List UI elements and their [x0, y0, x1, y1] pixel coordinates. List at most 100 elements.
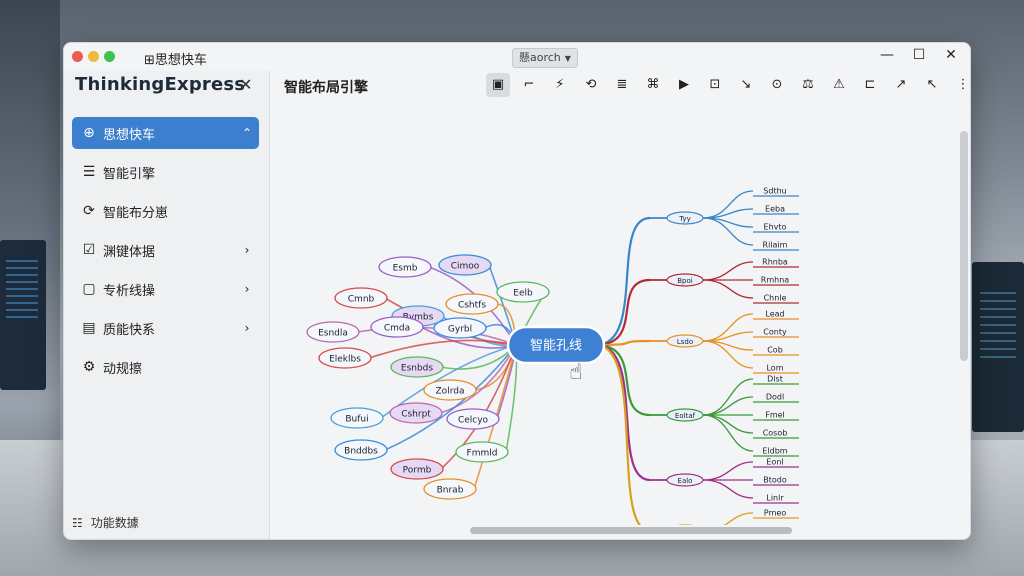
- mindmap-node[interactable]: [334, 287, 388, 309]
- minimize-icon[interactable]: —: [880, 47, 894, 63]
- horizontal-scrollbar[interactable]: [470, 527, 792, 534]
- toolbar-button-12[interactable]: ⊏: [864, 77, 876, 92]
- sidebar-item-6[interactable]: ⚙动规擦: [72, 351, 259, 383]
- mindmap-node-label[interactable]: Dlst: [767, 375, 783, 384]
- mindmap-node-label[interactable]: Tyy: [678, 215, 690, 223]
- mindmap-node-label[interactable]: Lsdo: [677, 338, 693, 346]
- mindmap-node-label[interactable]: Cmnb: [348, 295, 375, 305]
- mindmap-node[interactable]: [318, 347, 372, 369]
- mindmap-node-label[interactable]: Fmmld: [467, 449, 498, 459]
- vertical-scrollbar[interactable]: [960, 131, 968, 361]
- mindmap-node[interactable]: [496, 281, 550, 303]
- toolbar-button-8[interactable]: ↘: [740, 77, 752, 92]
- mindmap-node[interactable]: [438, 254, 492, 276]
- mindmap-node-label[interactable]: Pormb: [403, 466, 432, 476]
- sidebar-item-2[interactable]: ⟳智能布分崽: [72, 195, 259, 227]
- mindmap-node-label[interactable]: Linlr: [766, 494, 784, 503]
- sidebar-item-5[interactable]: ▤质能快系›: [72, 312, 259, 344]
- mindmap-node-label[interactable]: Esndla: [318, 329, 348, 339]
- mindmap-node-label[interactable]: Bnrab: [437, 486, 464, 496]
- mindmap-node-label[interactable]: Bnddbs: [344, 447, 378, 457]
- mindmap-node-label[interactable]: Cimoo: [451, 262, 480, 272]
- mindmap-node-label[interactable]: Lead: [765, 310, 784, 319]
- center-node-label[interactable]: 智能孔线: [530, 339, 582, 354]
- zoom-dot[interactable]: [104, 51, 115, 62]
- mindmap-node-label[interactable]: Dodl: [766, 393, 784, 402]
- mindmap-node-label[interactable]: Gyrbl: [448, 325, 472, 335]
- mindmap-node-label[interactable]: Sdthu: [763, 187, 786, 196]
- toolbar-button-9[interactable]: ⊙: [771, 77, 783, 92]
- mindmap-node-label[interactable]: Cob: [767, 346, 783, 355]
- maximize-icon[interactable]: ☐: [912, 47, 926, 63]
- mindmap-node[interactable]: [334, 439, 388, 461]
- minimize-dot[interactable]: [88, 51, 99, 62]
- toolbar-button-5[interactable]: ⌘: [646, 77, 660, 92]
- mindmap-node[interactable]: [306, 321, 360, 343]
- mindmap-node[interactable]: [445, 293, 499, 315]
- toolbar-button-14[interactable]: ↖: [926, 77, 938, 92]
- right-branch: [595, 343, 651, 417]
- mindmap-node-label[interactable]: Rhnba: [762, 258, 788, 267]
- mindmap-node-label[interactable]: Cosob: [763, 429, 788, 438]
- toolbar-button-2[interactable]: ⚡: [555, 77, 565, 92]
- center-node[interactable]: [506, 325, 606, 365]
- sidebar-item-4[interactable]: ▢专析线操›: [72, 273, 259, 305]
- toolbar-button-7[interactable]: ⊡: [709, 77, 721, 92]
- mindmap-node-label[interactable]: Ealo: [678, 477, 693, 485]
- mindmap-node[interactable]: [378, 256, 432, 278]
- mindmap-node-label[interactable]: Eoltaf: [675, 412, 696, 420]
- mindmap-node-label[interactable]: Zolrda: [436, 387, 465, 397]
- mindmap-node-label[interactable]: Cshtfs: [458, 301, 486, 311]
- close-dot[interactable]: [72, 51, 83, 62]
- toolbar-button-0[interactable]: ▣: [486, 73, 510, 97]
- mindmap-node[interactable]: [390, 356, 444, 378]
- mindmap-node[interactable]: [423, 379, 477, 401]
- toolbar-button-1[interactable]: ⌐: [523, 77, 535, 92]
- mindmap-node-label[interactable]: Rilaim: [763, 241, 788, 250]
- mindmap-node[interactable]: [370, 316, 424, 338]
- mindmap-node-label[interactable]: Eeba: [765, 205, 785, 214]
- mindmap-node-label[interactable]: Eldbm: [762, 447, 787, 456]
- mindmap-node-label[interactable]: Esmb: [393, 264, 418, 274]
- toolbar-button-6[interactable]: ▶: [679, 77, 689, 92]
- mindmap-node-label[interactable]: Rmhna: [761, 276, 789, 285]
- mindmap-node-label[interactable]: Ehvto: [764, 223, 787, 232]
- mindmap-node-label[interactable]: Bymbs: [403, 313, 434, 323]
- mindmap-node-label[interactable]: Cshrpt: [401, 410, 431, 420]
- mindmap-node[interactable]: [390, 458, 444, 480]
- sidebar-footer[interactable]: ☷功能数據: [72, 514, 139, 531]
- mindmap-node-label[interactable]: Chnle: [764, 294, 787, 303]
- mindmap-node-label[interactable]: Celcyo: [458, 416, 489, 426]
- toolbar-button-13[interactable]: ↗: [895, 77, 907, 92]
- toolbar-button-11[interactable]: ⚠: [833, 77, 845, 92]
- sidebar-close-icon[interactable]: ✕: [239, 75, 253, 94]
- search-dropdown[interactable]: 懸aorch▼: [512, 48, 578, 68]
- sidebar-item-1[interactable]: ☰智能引擎: [72, 156, 259, 188]
- mindmap-node[interactable]: [446, 408, 500, 430]
- sidebar-item-3[interactable]: ☑渊键体据›: [72, 234, 259, 266]
- mindmap-node-label[interactable]: Esnbds: [401, 364, 434, 374]
- mindmap-node-label[interactable]: Eleklbs: [329, 355, 361, 365]
- mindmap-node[interactable]: [433, 317, 487, 339]
- mindmap-node-label[interactable]: Bpoi: [677, 277, 693, 285]
- mindmap-node-label[interactable]: Eonl: [766, 458, 783, 467]
- toolbar-button-15[interactable]: ⋮: [956, 77, 970, 92]
- mindmap-node-label[interactable]: Cmda: [384, 324, 410, 334]
- mindmap-node-label[interactable]: Pmeo: [764, 509, 787, 518]
- toolbar-button-4[interactable]: ≣: [616, 77, 628, 92]
- mindmap-node-label[interactable]: Bufui: [345, 415, 368, 425]
- toolbar-button-10[interactable]: ⚖: [802, 77, 814, 92]
- mindmap-node[interactable]: [330, 407, 384, 429]
- mindmap-node-label[interactable]: Eelb: [513, 289, 533, 299]
- toolbar-button-3[interactable]: ⟲: [585, 77, 597, 92]
- mindmap-node-label[interactable]: Conty: [763, 328, 787, 337]
- mindmap-node-label[interactable]: Lom: [766, 364, 783, 373]
- sidebar-item-0[interactable]: ⊕思想快车⌃: [72, 117, 259, 149]
- mindmap-node-label[interactable]: Btodo: [763, 476, 787, 485]
- mindmap-node-label[interactable]: Fmel: [765, 411, 785, 420]
- mindmap-node[interactable]: [455, 441, 509, 463]
- close-icon[interactable]: ✕: [945, 47, 957, 63]
- mindmap-node[interactable]: [423, 478, 477, 500]
- mindmap-node[interactable]: [389, 402, 443, 424]
